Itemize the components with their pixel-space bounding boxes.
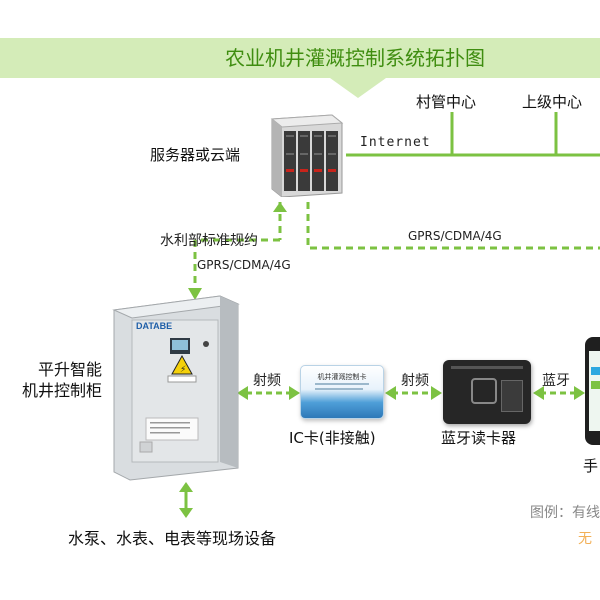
- banner-pointer: [330, 78, 386, 98]
- bluetooth-reader-icon: [443, 360, 531, 424]
- ic-card-icon: 机井灌溉控制卡: [300, 365, 384, 419]
- internet-label: Internet: [360, 135, 431, 150]
- cabinet-label-line2: 机井控制柜: [22, 381, 103, 400]
- phone-icon: [585, 337, 600, 445]
- rf-right-label: 射频: [401, 373, 429, 389]
- village-center-label: 村管中心: [416, 93, 477, 111]
- cabinet-brand: DATABE: [136, 321, 173, 331]
- protocol-label: 水利部标准规约: [160, 233, 258, 249]
- bluetooth-label: 蓝牙: [542, 373, 570, 389]
- rf-left-label: 射频: [253, 373, 281, 389]
- upper-center-label: 上级中心: [522, 93, 583, 111]
- rf-left-arrow-l: [237, 386, 248, 400]
- gprs-down-label: GPRS/CDMA/4G: [197, 258, 291, 272]
- cabinet-label-line1: 平升智能: [38, 360, 103, 379]
- rf-right-arrow-r: [431, 386, 442, 400]
- gprs-right-line: [306, 202, 600, 250]
- rf-right-arrow-l: [385, 386, 396, 400]
- legend-label: 图例：有线: [530, 505, 600, 521]
- diagram-title: 农业机井灌溉控制系统拓扑图: [225, 46, 485, 70]
- field-arrow-down: [179, 508, 193, 518]
- rf-left-arrow-r: [289, 386, 300, 400]
- svg-text:⚡: ⚡: [180, 365, 186, 375]
- gprs-right-label: GPRS/CDMA/4G: [408, 229, 502, 243]
- reader-label: 蓝牙读卡器: [441, 429, 517, 447]
- ic-card-title: 机井灌溉控制卡: [317, 373, 367, 381]
- ic-card-label: IC卡(非接触): [289, 429, 376, 447]
- title-banner: [0, 38, 600, 78]
- bt-arrow-l: [533, 386, 544, 400]
- watermark: 无: [578, 531, 592, 547]
- bt-arrow-r: [574, 386, 585, 400]
- control-cabinet-icon: ⚡: [112, 295, 240, 481]
- field-arrow-up: [179, 482, 193, 492]
- field-devices-label: 水泵、水表、电表等现场设备: [68, 529, 277, 548]
- gprs-down-arrowhead: [188, 288, 202, 300]
- server-icon: [270, 114, 344, 197]
- phone-label: 手: [583, 457, 599, 475]
- server-label: 服务器或云端: [150, 146, 241, 164]
- server-arrowhead: [273, 202, 287, 212]
